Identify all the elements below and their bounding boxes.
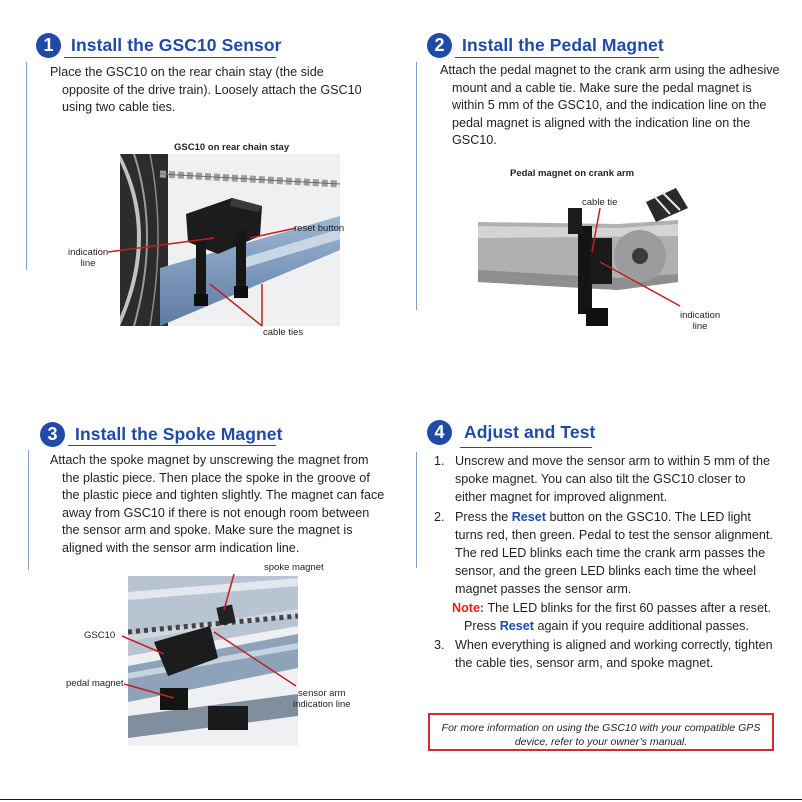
list-item: 3.When everything is aligned and working…	[434, 638, 773, 670]
step-number-badge: 2	[427, 33, 452, 58]
title-underline	[460, 447, 592, 448]
figure-3-callout-lines	[121, 573, 297, 699]
section-2-header: 2 Install the Pedal Magnet	[427, 33, 664, 58]
list-item: 2.Press the Reset button on the GSC10. T…	[434, 510, 773, 596]
section-1-header: 1 Install the GSC10 Sensor	[36, 33, 282, 58]
list-item: 1.Unscrew and move the sensor arm to wit…	[434, 454, 770, 504]
figure-caption: GSC10 on rear chain stay	[174, 142, 290, 153]
figure-caption: Pedal magnet on crank arm	[510, 168, 635, 179]
note: Note: The LED blinks for the first 60 pa…	[452, 601, 771, 633]
indication-line-label: indication line	[68, 247, 109, 269]
step-number-badge: 4	[427, 420, 452, 445]
section-4-header: 4 Adjust and Test	[427, 420, 595, 445]
section-side-rule	[28, 450, 29, 570]
section-1-text: Place the GSC10 on the rear chain stay (…	[50, 65, 362, 114]
section-side-rule	[26, 62, 27, 270]
step-number-badge: 3	[40, 422, 65, 447]
sensor-arm-label: sensor arm indication line	[293, 688, 351, 710]
indication-line-label: indication line	[680, 310, 721, 332]
title-underline	[68, 445, 276, 446]
step-number-badge: 1	[36, 33, 61, 58]
section-side-rule	[416, 62, 417, 310]
section-title: Install the Spoke Magnet	[75, 424, 283, 444]
pedal-magnet-photo	[478, 186, 692, 336]
reset-keyword: Reset	[499, 619, 535, 633]
title-underline	[455, 57, 659, 58]
section-2-text: Attach the pedal magnet to the crank arm…	[440, 63, 780, 147]
section-title: Adjust and Test	[464, 422, 596, 442]
pedal-magnet-label: pedal magnet	[66, 678, 124, 689]
cable-tie-label: cable tie	[582, 197, 618, 208]
more-info-box: For more information on using the GSC10 …	[428, 713, 774, 751]
section-3-text: Attach the spoke magnet by unscrewing th…	[50, 453, 385, 555]
figure-2-callout-lines	[591, 207, 681, 307]
section-3-header: 3 Install the Spoke Magnet	[40, 422, 283, 447]
title-underline	[64, 57, 276, 58]
steps-list: 1.Unscrew and move the sensor arm to wit…	[420, 452, 780, 672]
reset-keyword: Reset	[511, 510, 547, 524]
section-title: Install the Pedal Magnet	[462, 35, 664, 55]
spoke-magnet-photo	[128, 576, 298, 746]
cable-ties-label: cable ties	[263, 327, 304, 338]
spoke-magnet-label: spoke magnet	[264, 562, 324, 573]
page-bottom-rule	[0, 799, 802, 800]
reset-button-label: reset button	[294, 223, 345, 234]
gsc10-chain-stay-photo	[120, 154, 340, 326]
note-label: Note:	[452, 601, 485, 615]
section-side-rule	[416, 452, 417, 568]
figure-1-callout-lines	[107, 227, 297, 327]
gsc10-label: GSC10	[84, 630, 116, 641]
section-title: Install the GSC10 Sensor	[71, 35, 282, 55]
